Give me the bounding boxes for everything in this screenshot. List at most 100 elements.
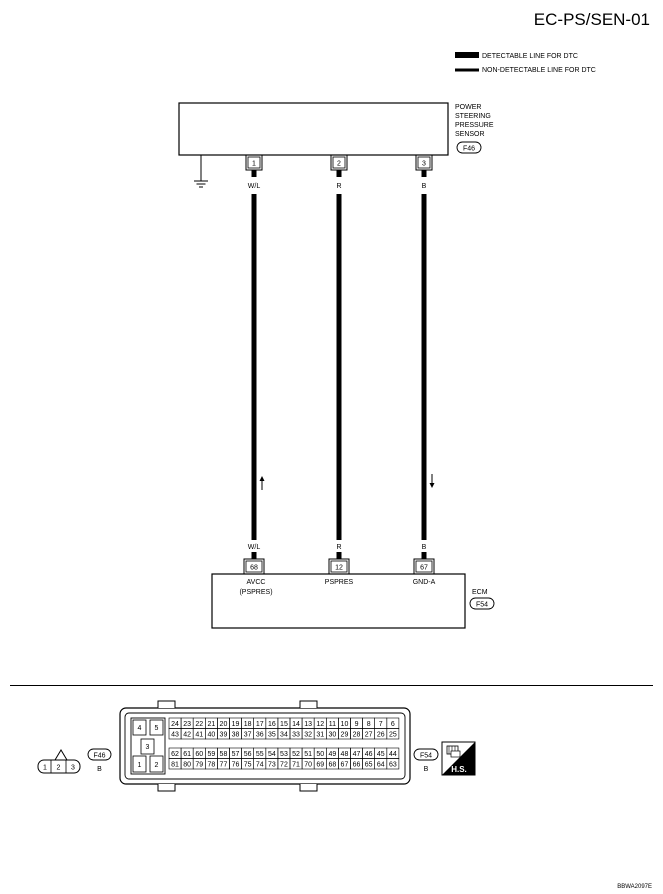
- ecm-name: ECM: [472, 589, 488, 596]
- f54-pin-label: 55: [256, 751, 264, 758]
- f54-pin-label: 51: [304, 751, 312, 758]
- f54-pin-label: 62: [171, 751, 179, 758]
- f54-pin-label: 26: [377, 731, 385, 738]
- ecm-pin-67-number: 67: [420, 565, 428, 572]
- sensor-name-line-1: POWER: [455, 104, 481, 111]
- f54-pin-label: 81: [171, 761, 179, 768]
- f54-pin-label: 74: [256, 761, 264, 768]
- f54-pin-3: 3: [146, 744, 150, 751]
- harness-side-badge: H.S.: [441, 741, 476, 776]
- ecm-pin-68-color: W/L: [248, 544, 261, 551]
- ecm-connector-id: F54: [476, 602, 488, 609]
- f54-pin-label: 58: [220, 751, 228, 758]
- f54-pin-label: 33: [292, 731, 300, 738]
- f54-pin-label: 7: [379, 721, 383, 728]
- f54-pin-label: 40: [207, 731, 215, 738]
- f54-pin-label: 30: [328, 731, 336, 738]
- down-arrow-icon: [429, 474, 435, 488]
- sensor-connector-badge: [456, 141, 482, 154]
- f54-pin-label: 63: [389, 761, 397, 768]
- non-detectable-line-swatch: [455, 68, 479, 72]
- sensor-pin-3-number: 3: [422, 161, 426, 168]
- f54-pin-label: 36: [256, 731, 264, 738]
- footer-code: BBWA2097E: [617, 884, 652, 890]
- ecm-pin-67-signal: GND-A: [413, 579, 436, 586]
- ecm-pin-68-signal-line-1: AVCC: [247, 579, 266, 586]
- ecm-unit: ECM F54: [211, 573, 495, 629]
- page-title: EC-PS/SEN-01: [534, 10, 650, 29]
- f54-pin-4: 4: [138, 725, 142, 732]
- f54-pin-label: 43: [171, 731, 179, 738]
- detectable-line-swatch: [455, 52, 479, 58]
- f54-pin-label: 49: [328, 751, 336, 758]
- f54-pin-label: 41: [195, 731, 203, 738]
- f54-pin-label: 65: [365, 761, 373, 768]
- f54-pin-label: 13: [304, 721, 312, 728]
- sensor-box: [178, 102, 449, 156]
- f54-pin-label: 80: [183, 761, 191, 768]
- legend-detectable-label: DETECTABLE LINE FOR DTC: [482, 53, 578, 60]
- sensor-pin-2-color: R: [336, 183, 341, 190]
- f46-pin-1: 1: [43, 765, 47, 772]
- f54-pin-label: 78: [207, 761, 215, 768]
- f54-pin-cell: [386, 728, 400, 740]
- ecm-pin-12-number: 12: [335, 565, 343, 572]
- f54-pin-label: 44: [389, 751, 397, 758]
- f54-pin-label: 54: [268, 751, 276, 758]
- f54-pin-label: 35: [268, 731, 276, 738]
- up-arrow-icon: [259, 476, 265, 490]
- legend: DETECTABLE LINE FOR DTC NON-DETECTABLE L…: [455, 52, 596, 74]
- wire-r: [336, 194, 342, 540]
- f54-pin-label: 42: [183, 731, 191, 738]
- f54-pin-label: 29: [341, 731, 349, 738]
- f54-pin-label: 70: [304, 761, 312, 768]
- f54-pin-label: 31: [316, 731, 324, 738]
- harness-connector-icon: [446, 745, 461, 758]
- ecm-pin-12-color: R: [336, 544, 341, 551]
- ground-icon: [194, 155, 208, 188]
- f54-pin-label: 19: [232, 721, 240, 728]
- f46-color: B: [97, 766, 102, 773]
- sensor-connector-id: F46: [463, 146, 475, 153]
- sensor-pin-2-number: 2: [337, 161, 341, 168]
- f54-pin-label: 45: [377, 751, 385, 758]
- f54-pin-label: 34: [280, 731, 288, 738]
- f54-pin-label: 72: [280, 761, 288, 768]
- sensor-pin-1: 1 W/L: [245, 155, 263, 190]
- f54-pin-label: 6: [391, 721, 395, 728]
- f54-pin-label: 17: [256, 721, 264, 728]
- connector-key-icon: [54, 749, 68, 761]
- f46-pin-3: 3: [71, 765, 75, 772]
- f54-pin-label: 20: [220, 721, 228, 728]
- ecm-pin-12: R 12 PSPRES: [325, 544, 354, 586]
- wire-wl: [251, 194, 257, 540]
- f54-pin-label: 61: [183, 751, 191, 758]
- f54-pin-label: 24: [171, 721, 179, 728]
- ecm-pin-68: W/L 68 AVCC (PSPRES): [239, 544, 272, 596]
- f54-pin-label: 16: [268, 721, 276, 728]
- f54-id: F54: [420, 753, 432, 760]
- f46-connector-face: 1 2 3 F46 B: [37, 748, 112, 774]
- sensor-pin-2: 2 R: [330, 155, 348, 190]
- f54-pin-label: 64: [377, 761, 385, 768]
- f54-pin-label: 73: [268, 761, 276, 768]
- f54-pin-label: 25: [389, 731, 397, 738]
- sensor-name-line-2: STEERING: [455, 113, 491, 120]
- f54-pin-label: 76: [232, 761, 240, 768]
- f54-pin-label: 67: [341, 761, 349, 768]
- f54-color: B: [424, 766, 429, 773]
- f54-pin-label: 47: [353, 751, 361, 758]
- sensor-pin-1-color: W/L: [248, 183, 261, 190]
- f46-pin-2: 2: [57, 765, 61, 772]
- f54-pin-label: 18: [244, 721, 252, 728]
- f54-pin-label: 22: [195, 721, 203, 728]
- hs-badge-label: H.S.: [451, 765, 467, 774]
- f54-pin-label: 46: [365, 751, 373, 758]
- f54-pin-5: 5: [155, 725, 159, 732]
- sensor-name-line-4: SENSOR: [455, 131, 485, 138]
- f54-pin-1: 1: [138, 762, 142, 769]
- f54-pin-label: 38: [232, 731, 240, 738]
- sensor-pin-3-color: B: [422, 183, 427, 190]
